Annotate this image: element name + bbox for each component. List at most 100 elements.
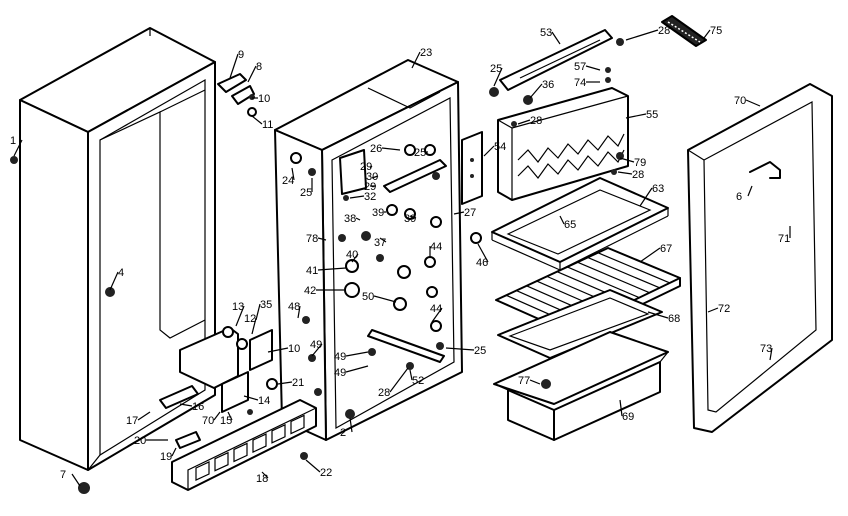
callout-29: 29: [360, 161, 372, 173]
leader-line: [703, 29, 711, 39]
callout-11: 11: [262, 119, 273, 131]
leader-line: [409, 215, 417, 219]
glass-shelf-part-68: [497, 289, 663, 359]
vent-panel-part-55: [497, 87, 629, 201]
callout-36: 36: [542, 79, 554, 91]
callout-48: 48: [288, 301, 300, 313]
leader-line: [551, 31, 561, 45]
leader-line: [453, 211, 465, 215]
callout-57: 57: [574, 61, 586, 73]
leader-line: [317, 237, 327, 241]
leader-line: [267, 347, 289, 353]
leader-line: [647, 311, 669, 319]
leader-line: [317, 267, 347, 271]
callout-67: 67: [660, 243, 672, 255]
callout-28: 28: [378, 387, 390, 399]
callout-35: 35: [260, 299, 272, 311]
leader-line: [305, 459, 321, 473]
callout-23: 23: [420, 47, 432, 59]
callout-26: 26: [370, 143, 382, 155]
callout-30: 30: [366, 171, 378, 183]
callout-25: 25: [490, 63, 502, 75]
leader-line: [529, 379, 541, 385]
fasteners: [10, 38, 624, 494]
callout-9: 9: [238, 49, 244, 61]
callout-71: 71: [778, 233, 790, 245]
leader-line: [617, 171, 633, 175]
callout-14: 14: [258, 395, 270, 407]
callout-41: 41: [306, 265, 318, 277]
leader-line: [625, 113, 647, 119]
callout-68: 68: [668, 313, 680, 325]
leader-line: [619, 399, 623, 417]
leader-line: [369, 165, 373, 169]
leader-line: [345, 351, 369, 357]
callout-22: 22: [320, 467, 332, 479]
leader-line: [179, 403, 193, 407]
bracket-part-54: [461, 131, 483, 205]
top-rail-part-53: [499, 29, 613, 91]
callout-65: 65: [564, 219, 576, 231]
callout-39: 39: [372, 207, 384, 219]
callout-72: 72: [718, 303, 730, 315]
callout-6: 6: [736, 191, 742, 203]
leader-line: [619, 157, 635, 163]
leader-line: [585, 65, 601, 71]
callout-27: 27: [464, 207, 476, 219]
hinge-parts: [217, 73, 257, 117]
callout-42: 42: [304, 285, 316, 297]
callout-52: 52: [412, 375, 424, 387]
callout-28: 28: [530, 115, 542, 127]
callout-25: 25: [474, 345, 486, 357]
callout-1: 1: [10, 135, 16, 147]
callout-39: 39: [404, 213, 416, 225]
leader-line: [445, 347, 475, 351]
leader-line: [477, 243, 489, 263]
leader-line: [171, 447, 177, 457]
callout-79: 79: [634, 157, 646, 169]
callout-19: 19: [160, 451, 172, 463]
leader-line: [277, 381, 293, 385]
leader-line: [379, 237, 387, 243]
callout-49: 49: [334, 367, 346, 379]
callout-70: 70: [202, 415, 214, 427]
leader-line: [355, 217, 361, 221]
callout-40: 40: [346, 249, 358, 261]
leader-line: [251, 317, 257, 335]
leader-line: [371, 175, 379, 179]
callout-12: 12: [244, 313, 256, 325]
callout-labels: 1246789101011121314151617181920212223242…: [10, 25, 790, 485]
callout-25: 25: [300, 187, 312, 199]
leader-line: [517, 119, 531, 125]
callout-50: 50: [362, 291, 374, 303]
leader-line: [409, 369, 413, 381]
leader-line: [255, 303, 261, 321]
leader-line: [13, 139, 23, 157]
callout-8: 8: [256, 61, 262, 73]
shelf-part-63: [491, 177, 669, 271]
leader-line: [247, 65, 257, 83]
leader-line: [373, 295, 397, 303]
leader-line: [559, 215, 565, 225]
callout-18: 18: [256, 473, 268, 485]
callout-24: 24: [282, 175, 294, 187]
leader-line: [639, 187, 653, 207]
leader-line: [431, 307, 443, 323]
grille-part-18: [171, 399, 317, 491]
leader-line: [345, 365, 369, 373]
leader-line: [639, 247, 661, 263]
leader-line: [297, 305, 301, 319]
cabinet: [19, 27, 216, 471]
leader-line: [251, 115, 263, 125]
callout-7: 7: [60, 469, 66, 481]
leader-line: [745, 99, 761, 107]
leader-line: [747, 185, 753, 197]
leader-line: [227, 411, 233, 421]
callout-17: 17: [126, 415, 138, 427]
callout-10: 10: [288, 343, 300, 355]
leader-line: [351, 253, 359, 263]
leader-line: [137, 411, 151, 421]
callout-69: 69: [622, 411, 634, 423]
callout-70: 70: [734, 95, 746, 107]
